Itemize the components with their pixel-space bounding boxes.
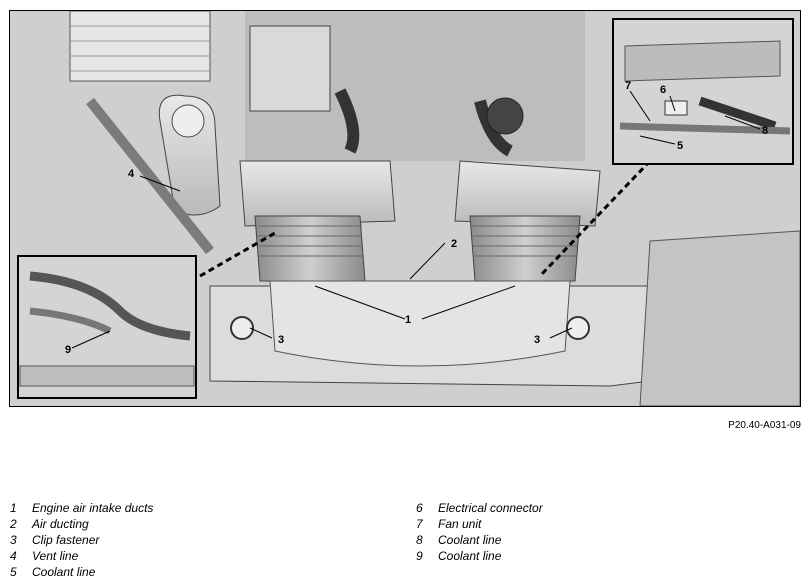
callout-3-left: 3 bbox=[278, 334, 284, 346]
legend-item: 5 Coolant line bbox=[10, 564, 153, 580]
callout-9: 9 bbox=[65, 344, 71, 356]
legend-text: Air ducting bbox=[32, 517, 89, 531]
legend-num: 7 bbox=[416, 517, 423, 531]
legend-text: Engine air intake ducts bbox=[32, 501, 154, 515]
legend-item: 3 Clip fastener bbox=[10, 532, 153, 548]
engine-bay-drawing: 1 1 2 3 3 4 5 6 7 8 9 bbox=[10, 11, 800, 406]
legend-text: Electrical connector bbox=[438, 501, 543, 515]
legend-num: 4 bbox=[10, 549, 17, 563]
legend-text: Vent line bbox=[32, 549, 79, 563]
legend-num: 8 bbox=[416, 533, 423, 547]
legend-num: 5 bbox=[10, 565, 17, 579]
legend-text: Clip fastener bbox=[32, 533, 100, 547]
callout-4: 4 bbox=[128, 168, 135, 180]
legend-num: 3 bbox=[10, 533, 17, 547]
legend-item: 7 Fan unit bbox=[416, 516, 543, 532]
figure-reference: P20.40-A031-09 bbox=[728, 420, 801, 431]
legend-text: Coolant line bbox=[438, 549, 502, 563]
legend-item: 1 Engine air intake ducts bbox=[10, 500, 153, 516]
callout-3-right: 3 bbox=[534, 334, 540, 346]
legend-text: Coolant line bbox=[32, 565, 96, 579]
legend-item: 6 Electrical connector bbox=[416, 500, 543, 516]
legend-text: Coolant line bbox=[438, 533, 502, 547]
legend-item: 9 Coolant line bbox=[416, 548, 543, 564]
detail-inset-top-right bbox=[538, 18, 794, 278]
callout-7: 7 bbox=[625, 80, 631, 92]
legend-num: 2 bbox=[10, 517, 17, 531]
legend-item: 2 Air ducting bbox=[10, 516, 153, 532]
callout-5: 5 bbox=[677, 140, 683, 152]
callout-6: 6 bbox=[660, 84, 666, 96]
callout-8: 8 bbox=[762, 125, 768, 137]
callout-2: 2 bbox=[451, 238, 457, 250]
legend-num: 9 bbox=[416, 549, 423, 563]
detail-inset-bottom-left bbox=[17, 231, 276, 399]
engine-bay-illustration: 1 1 2 3 3 4 5 6 7 8 9 bbox=[9, 10, 801, 407]
callout-1-left: 1 bbox=[405, 314, 411, 326]
legend-item: 4 Vent line bbox=[10, 548, 153, 564]
legend-num: 6 bbox=[416, 501, 423, 515]
legend-text: Fan unit bbox=[438, 517, 482, 531]
legend-num: 1 bbox=[10, 501, 17, 515]
legend-item: 8 Coolant line bbox=[416, 532, 543, 548]
